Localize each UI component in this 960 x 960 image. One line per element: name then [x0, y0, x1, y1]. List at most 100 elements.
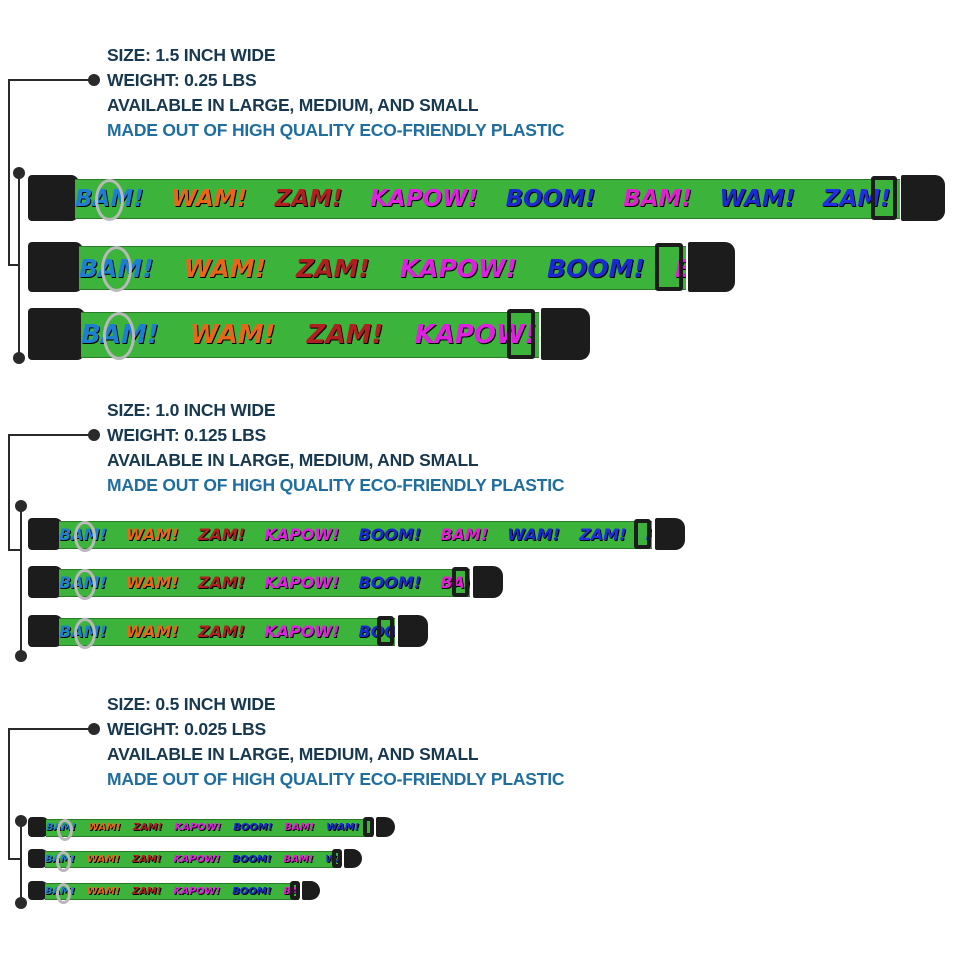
collar-band: BAM!WAM!ZAM!KAPOW!BOOM!BAM!WAM!ZAM!KAPOW…: [59, 568, 471, 598]
buckle-male: [540, 308, 590, 360]
d-ring: [55, 882, 72, 904]
collar: BAM!WAM!ZAM!KAPOW!BOOM!BAM!WAM!ZAM!KAPOW…: [28, 518, 685, 553]
size-label: SIZE: 1.0 INCH WIDE: [107, 400, 276, 420]
pattern-word: ZAM!: [579, 525, 627, 545]
collar-band: BAM!WAM!ZAM!KAPOW!BOOM!BAM!WAM!ZAM!KAPOW…: [79, 246, 686, 290]
pattern-word: BAM!: [283, 853, 314, 865]
collar: BAM!WAM!ZAM!KAPOW!BOOM!BAM!WAM!ZAM!KAPOW…: [28, 615, 428, 650]
collar-band: BAM!WAM!ZAM!KAPOW!BOOM!BAM!WAM!ZAM!KAPOW…: [45, 850, 341, 869]
collar-band: BAM!WAM!ZAM!KAPOW!BOOM!BAM!WAM!ZAM!KAPOW…: [75, 178, 900, 220]
pattern-word: KAPOW!: [264, 573, 340, 593]
pattern-word: KAPOW!: [174, 822, 222, 834]
bracket-dot: [88, 429, 100, 441]
pattern-word: ZAM!: [132, 822, 163, 834]
bracket-line: [18, 172, 20, 358]
pattern-word: ZAM!: [131, 853, 162, 865]
bracket-dot: [15, 815, 27, 827]
collar-band: BAM!WAM!ZAM!KAPOW!BOOM!BAM!WAM!ZAM!KAPOW…: [45, 882, 299, 901]
bracket-dot: [88, 74, 100, 86]
collar: BAM!WAM!ZAM!KAPOW!BOOM!BAM!WAM!ZAM!KAPOW…: [28, 881, 320, 904]
pattern-word: WAM!: [171, 185, 248, 212]
bracket-line: [20, 820, 22, 902]
slide-adjuster: [363, 817, 374, 837]
slide-adjuster: [451, 566, 470, 598]
size-label: SIZE: 1.5 INCH WIDE: [107, 45, 276, 65]
pattern-word: ZAM!: [197, 525, 246, 545]
buckle-female: [28, 817, 50, 837]
pattern-word: ZAM!: [822, 185, 891, 212]
pattern-word: ZAM!: [296, 253, 370, 283]
spec-block-0-5-inch: SIZE: 0.5 INCH WIDE WEIGHT: 0.025 LBS AV…: [107, 692, 565, 792]
collar-band: BAM!WAM!ZAM!KAPOW!BOOM!BAM!WAM!ZAM!KAPOW…: [81, 312, 540, 358]
d-ring: [74, 568, 97, 601]
pattern-word: WAM!: [719, 185, 796, 212]
pattern-word: WAM!: [507, 525, 560, 545]
pattern-word: KAPOW!: [173, 885, 221, 897]
buckle-male: [343, 849, 362, 868]
pattern-word: ZAM!: [131, 885, 162, 897]
buckle-female: [28, 242, 83, 292]
slide-adjuster: [633, 518, 652, 550]
collar: BAM!WAM!ZAM!KAPOW!BOOM!BAM!WAM!ZAM!KAPOW…: [28, 817, 395, 841]
d-ring: [103, 312, 136, 360]
pattern-word: WAM!: [86, 885, 120, 897]
weight-label: WEIGHT: 0.025 LBS: [107, 719, 266, 739]
pattern-word: WAM!: [125, 525, 179, 545]
pattern-word: BAM!: [284, 822, 315, 834]
buckle-male: [397, 615, 428, 647]
pattern-word: ZAM!: [306, 319, 384, 350]
bracket-line: [10, 79, 90, 81]
pattern-word: WAM!: [326, 822, 360, 834]
bracket-line: [10, 728, 90, 730]
d-ring: [100, 246, 132, 292]
bracket-dot: [15, 897, 27, 909]
slide-adjuster: [506, 309, 536, 359]
size-label: SIZE: 0.5 INCH WIDE: [107, 694, 276, 714]
d-ring: [74, 520, 97, 553]
material-label: MADE OUT OF HIGH QUALITY ECO-FRIENDLY PL…: [107, 120, 565, 140]
pattern-word: KAPOW!: [264, 622, 340, 642]
bracket-line: [8, 549, 22, 551]
buckle-male: [376, 817, 395, 837]
collar: BAM!WAM!ZAM!KAPOW!BOOM!BAM!WAM!ZAM!KAPOW…: [28, 566, 503, 601]
pattern-word: WAM!: [87, 822, 121, 834]
bracket-line: [8, 264, 20, 266]
pattern-word: KAPOW!: [414, 319, 537, 350]
pattern-word: WAM!: [189, 319, 276, 350]
buckle-male: [901, 175, 945, 221]
buckle-male: [687, 242, 735, 292]
pattern-word: KAPOW!: [264, 525, 340, 545]
material-label: MADE OUT OF HIGH QUALITY ECO-FRIENDLY PL…: [107, 769, 565, 789]
bracket-line: [10, 434, 90, 436]
pattern-word: ZAM!: [197, 622, 246, 642]
bracket-dot: [15, 650, 27, 662]
bracket-line: [8, 858, 22, 860]
buckle-female: [28, 518, 63, 550]
pattern-word: WAM!: [125, 622, 179, 642]
collar-band: BAM!WAM!ZAM!KAPOW!BOOM!BAM!WAM!ZAM!KAPOW…: [59, 520, 653, 550]
buckle-female: [28, 615, 63, 647]
spec-block-1-0-inch: SIZE: 1.0 INCH WIDE WEIGHT: 0.125 LBS AV…: [107, 398, 565, 498]
material-label: MADE OUT OF HIGH QUALITY ECO-FRIENDLY PL…: [107, 475, 565, 495]
d-ring: [74, 617, 97, 650]
availability-label: AVAILABLE IN LARGE, MEDIUM, AND SMALL: [107, 450, 479, 470]
buckle-male: [301, 881, 320, 900]
slide-adjuster: [289, 881, 301, 900]
bracket-dot: [88, 723, 100, 735]
buckle-female: [28, 881, 49, 900]
buckle-female: [28, 849, 49, 868]
pattern-word: WAM!: [183, 253, 266, 283]
d-ring: [95, 178, 125, 222]
pattern-word: BOOM!: [505, 185, 596, 212]
weight-label: WEIGHT: 0.25 LBS: [107, 70, 257, 90]
d-ring: [57, 818, 73, 841]
collar: BAM!WAM!ZAM!KAPOW!BOOM!BAM!WAM!ZAM!KAPOW…: [28, 308, 590, 360]
spec-block-1-5-inch: SIZE: 1.5 INCH WIDE WEIGHT: 0.25 LBS AVA…: [107, 43, 565, 143]
bracket-dot: [15, 500, 27, 512]
pattern-word: KAPOW!: [173, 853, 221, 865]
availability-label: AVAILABLE IN LARGE, MEDIUM, AND SMALL: [107, 744, 479, 764]
bracket-line: [8, 434, 10, 551]
bracket-line: [8, 728, 10, 860]
pattern-word: ZAM!: [274, 185, 343, 212]
bracket-dot: [13, 167, 25, 179]
